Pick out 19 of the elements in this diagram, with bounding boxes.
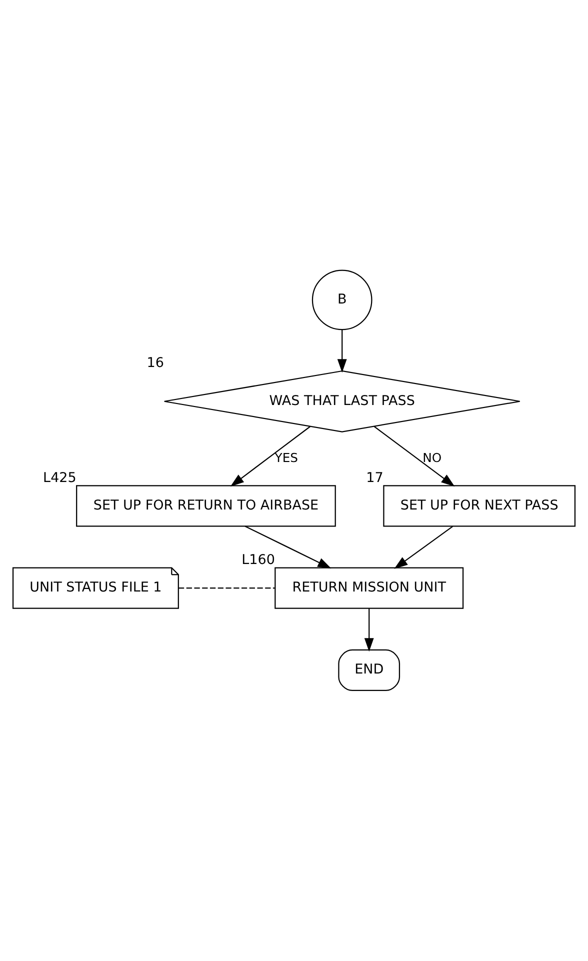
node-circle: B <box>312 270 372 330</box>
node-box: RETURN MISSION UNIT <box>274 567 464 609</box>
arrow <box>374 426 455 486</box>
arrow <box>394 526 453 569</box>
connector <box>178 588 275 589</box>
edge-label: YES <box>274 450 298 465</box>
edge-label: NO <box>422 450 442 465</box>
node-label: L160 <box>242 552 275 568</box>
node-box: SET UP FOR RETURN TO AIRBASE <box>76 485 336 527</box>
node-label: 17 <box>366 470 384 486</box>
node-diamond: WAS THAT LAST PASS <box>164 370 520 432</box>
node-box: END <box>338 649 400 692</box>
node-label: L425 <box>43 470 76 486</box>
node-box: SET UP FOR NEXT PASS <box>383 485 576 527</box>
arrow <box>230 426 311 486</box>
arrow <box>244 526 332 568</box>
arrow <box>337 330 347 373</box>
node-label: 16 <box>146 355 164 372</box>
arrow <box>364 608 374 652</box>
